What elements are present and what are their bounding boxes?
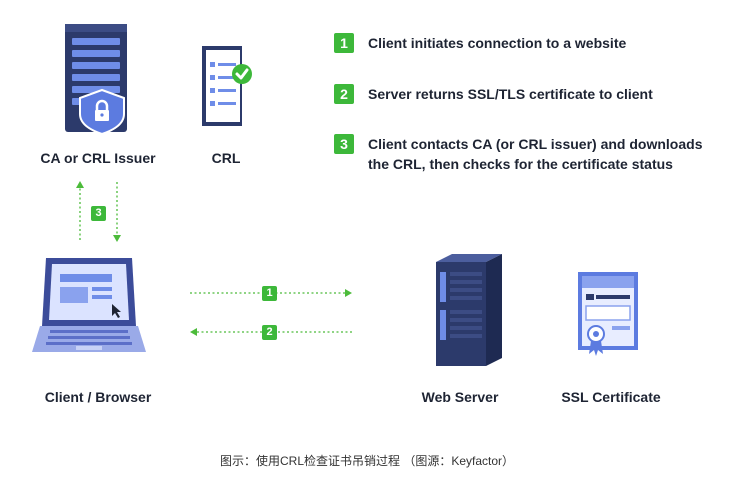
- figure-caption: 图示：使用CRL检查证书吊销过程 （图源：Keyfactor）: [219, 454, 515, 468]
- web-server-icon: [436, 254, 502, 366]
- ssl-certificate-icon: [578, 272, 638, 356]
- step-3-text: Client contacts CA (or CRL issuer) and d…: [368, 134, 702, 174]
- step-2-line-1: Server returns SSL/TLS certificate to cl…: [368, 86, 653, 102]
- arrow-badge-to-client: 2: [262, 325, 277, 340]
- laptop-icon: [32, 258, 146, 352]
- step-2-badge: 2: [334, 84, 354, 104]
- step-1: 1 Client initiates connection to a websi…: [334, 33, 626, 53]
- step-2: 2 Server returns SSL/TLS certificate to …: [334, 84, 653, 104]
- arrow-badge-to-server: 1: [262, 286, 277, 301]
- label-client: Client / Browser: [44, 389, 152, 405]
- step-1-text: Client initiates connection to a website: [368, 33, 626, 53]
- arrow-badge-ca: 3: [91, 206, 106, 221]
- step-2-text: Server returns SSL/TLS certificate to cl…: [368, 84, 653, 104]
- step-1-badge: 1: [334, 33, 354, 53]
- label-ca-issuer: CA or CRL Issuer: [40, 150, 156, 166]
- step-3-line-1: Client contacts CA (or CRL issuer) and d…: [368, 136, 703, 152]
- arrowhead-up-ca: [76, 181, 84, 188]
- label-crl: CRL: [211, 150, 241, 166]
- step-1-line-1: Client initiates connection to a website: [368, 35, 627, 51]
- arrowhead-down-client: [113, 235, 121, 242]
- step-3: 3 Client contacts CA (or CRL issuer) and…: [334, 134, 702, 174]
- crl-document-icon: [202, 46, 252, 126]
- arrowhead-right-server: [345, 289, 352, 297]
- label-ssl-certificate: SSL Certificate: [561, 389, 661, 405]
- ca-server-icon: [65, 24, 127, 136]
- step-3-badge: 3: [334, 134, 354, 154]
- step-3-line-2: the CRL, then checks for the certificate…: [368, 156, 673, 172]
- arrowhead-left-client: [190, 328, 197, 336]
- label-web-server: Web Server: [421, 389, 499, 405]
